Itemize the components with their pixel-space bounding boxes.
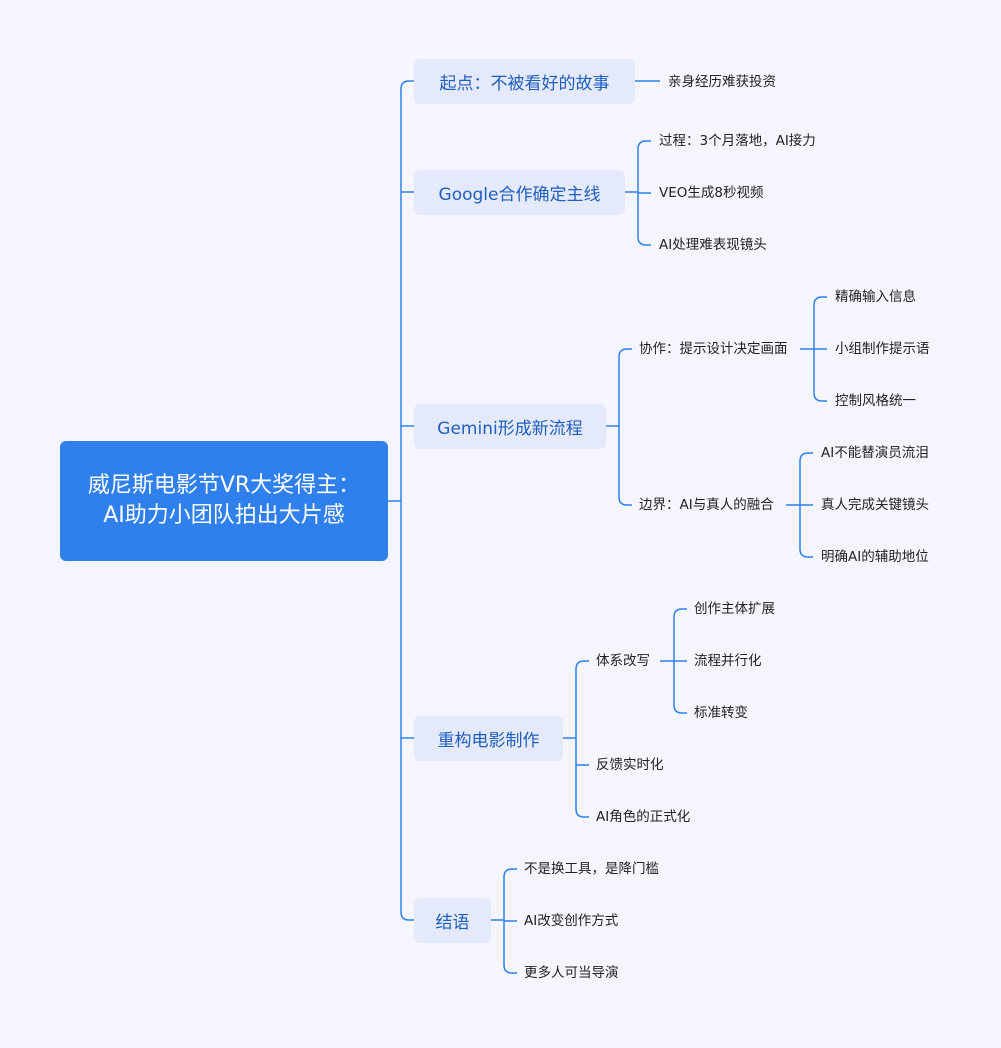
node-creator-expansion[interactable]: 创作主体扩展 <box>694 601 775 617</box>
restructure-bracket-link-2 <box>575 808 589 818</box>
conclusion-bracket-link-0 <box>503 868 517 878</box>
node-lower-threshold[interactable]: 不是换工具，是降门槛 <box>524 861 659 877</box>
node-veo[interactable]: VEO生成8秒视频 <box>659 185 764 201</box>
node-style-control[interactable]: 控制风格统一 <box>835 393 916 409</box>
node-collaboration[interactable]: 协作：提示设计决定画面 <box>639 341 788 357</box>
root-bracket-link-0 <box>400 80 414 90</box>
node-precise-input[interactable]: 精确输入信息 <box>835 289 916 305</box>
node-human-key-shots[interactable]: 真人完成关键镜头 <box>821 497 929 513</box>
gemini-bracket-link-0 <box>618 348 632 358</box>
boundary-bracket-link-0 <box>799 452 813 462</box>
system-bracket-link-2 <box>673 704 687 714</box>
node-boundary[interactable]: 边界：AI与真人的融合 <box>639 497 774 513</box>
root-bracket-link-4 <box>400 911 414 921</box>
node-ai-changes-creation[interactable]: AI改变创作方式 <box>524 913 619 929</box>
branch-restructure[interactable]: 重构电影制作 <box>414 716 563 761</box>
google-bracket-link-0 <box>637 140 651 150</box>
node-standard-shift[interactable]: 标准转变 <box>694 705 748 721</box>
node-more-directors[interactable]: 更多人可当导演 <box>524 965 619 981</box>
boundary-bracket-link-2 <box>799 548 813 558</box>
google-bracket-link-2 <box>637 236 651 246</box>
branch-google[interactable]: Google合作确定主线 <box>414 170 625 215</box>
node-parallel-process[interactable]: 流程并行化 <box>694 653 762 669</box>
node-ai-role[interactable]: AI角色的正式化 <box>596 809 691 825</box>
node-ai-shots[interactable]: AI处理难表现镜头 <box>659 237 767 253</box>
node-ai-auxiliary[interactable]: 明确AI的辅助地位 <box>821 549 929 565</box>
node-realtime-feedback[interactable]: 反馈实时化 <box>596 757 664 773</box>
gemini-bracket-link-1 <box>618 496 632 506</box>
conclusion-bracket-link-2 <box>503 964 517 974</box>
collab-bracket-link-2 <box>813 392 827 402</box>
system-bracket-link-0 <box>673 608 687 618</box>
node-system-rewrite[interactable]: 体系改写 <box>596 653 650 669</box>
restructure-bracket-link-0 <box>575 660 589 670</box>
node-personal-experience[interactable]: 亲身经历难获投资 <box>668 74 776 90</box>
branch-conclusion[interactable]: 结语 <box>414 898 491 943</box>
node-group-prompts[interactable]: 小组制作提示语 <box>835 341 930 357</box>
node-process[interactable]: 过程：3个月落地，AI接力 <box>659 133 816 149</box>
branch-gemini[interactable]: Gemini形成新流程 <box>414 404 606 449</box>
collab-bracket-link-0 <box>813 296 827 306</box>
node-ai-no-tears[interactable]: AI不能替演员流泪 <box>821 445 929 461</box>
branch-origin[interactable]: 起点：不被看好的故事 <box>414 59 635 104</box>
root-node[interactable]: 威尼斯电影节VR大奖得主：AI助力小团队拍出大片感 <box>60 441 388 561</box>
